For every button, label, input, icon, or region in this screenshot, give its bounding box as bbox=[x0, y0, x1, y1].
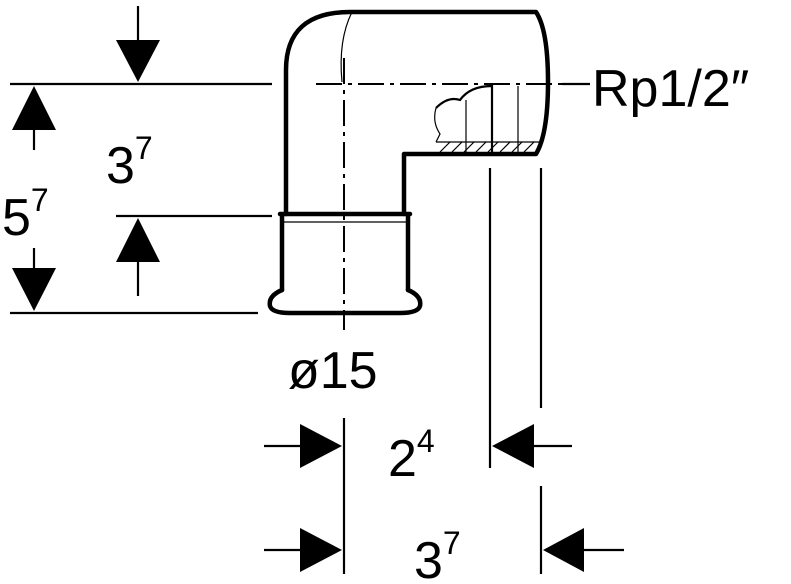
width-socket-exp: 4 bbox=[417, 423, 435, 459]
elbow-fitting-body bbox=[267, 9, 551, 316]
height-total-base: 5 bbox=[2, 189, 31, 247]
dimension-height-upper bbox=[116, 6, 160, 296]
height-total-label: 57 bbox=[2, 182, 49, 247]
height-upper-label: 37 bbox=[106, 130, 153, 195]
diameter-label: ø15 bbox=[288, 342, 378, 400]
thread-section bbox=[434, 84, 541, 153]
thread-label: Rp1/2″ bbox=[592, 60, 749, 118]
dimension-height-total bbox=[12, 86, 56, 311]
width-total-label: 37 bbox=[414, 525, 461, 584]
extension-lines bbox=[10, 82, 543, 574]
width-total-exp: 7 bbox=[443, 525, 461, 561]
height-upper-exp: 7 bbox=[135, 130, 153, 166]
height-total-exp: 7 bbox=[31, 182, 49, 218]
width-socket-label: 24 bbox=[388, 423, 435, 488]
width-socket-base: 2 bbox=[388, 430, 417, 488]
width-total-base: 3 bbox=[414, 532, 443, 584]
dimension-width-total bbox=[264, 528, 624, 572]
height-upper-base: 3 bbox=[106, 137, 135, 195]
dimension-width-socket bbox=[264, 424, 572, 468]
